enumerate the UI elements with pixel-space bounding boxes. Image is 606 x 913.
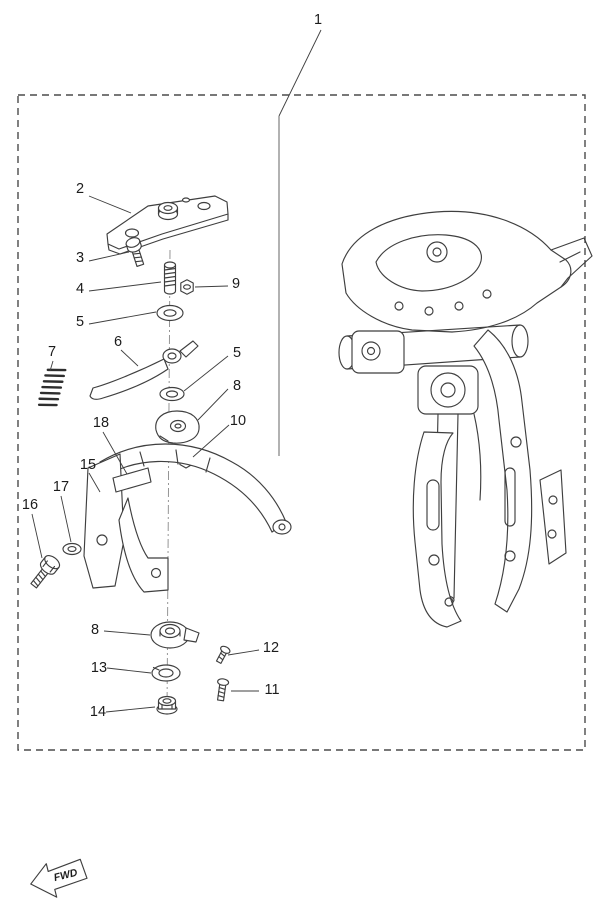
callout-label-5-upper: 5 (76, 314, 84, 330)
callout-label-8-lower: 8 (91, 622, 99, 638)
callout-label-13: 13 (91, 660, 107, 676)
callout-label-17: 17 (53, 479, 69, 495)
callout-label-9: 9 (232, 276, 240, 292)
fwd-arrow: FWD (30, 858, 88, 898)
reference-plane-line (278, 29, 322, 456)
callout-10: 10 (192, 413, 246, 458)
callout-label-7: 7 (48, 344, 56, 360)
callout-label-14: 14 (90, 704, 106, 720)
callout-2: 2 (76, 181, 132, 214)
callout-3: 3 (76, 250, 130, 266)
part-washer-5-upper (156, 304, 184, 322)
callout-4: 4 (76, 281, 162, 297)
callout-label-10: 10 (230, 413, 246, 429)
part-washer-17 (62, 542, 82, 556)
callout-6: 6 (114, 334, 139, 367)
callout-label-6: 6 (114, 334, 122, 350)
part-bolt-16 (30, 554, 61, 589)
part-washer-5-lower (159, 386, 185, 402)
part-plate-18 (112, 467, 152, 493)
callout-11: 11 (231, 682, 280, 698)
callout-label-1: 1 (314, 12, 322, 28)
fwd-arrow-label: FWD (53, 867, 80, 885)
callout-5-upper: 5 (76, 311, 157, 330)
part-cam-8-lower (150, 621, 200, 649)
callout-8-upper: 8 (197, 378, 241, 421)
callout-15: 15 (80, 457, 101, 493)
part-cam-8-upper (155, 410, 200, 444)
callout-label-5-lower: 5 (233, 345, 241, 361)
callout-1: 1 (314, 12, 322, 28)
part-screw-12 (215, 645, 231, 664)
part-nut-9 (180, 279, 194, 295)
part-stud-4 (163, 261, 177, 295)
callout-5-lower: 5 (183, 345, 241, 392)
callout-16: 16 (22, 497, 43, 559)
part-nut-14 (156, 695, 178, 715)
part-bracket-15 (83, 443, 292, 593)
part-washer-13 (151, 664, 181, 682)
callout-14: 14 (90, 704, 156, 720)
callout-9: 9 (194, 276, 240, 292)
callout-label-4: 4 (76, 281, 84, 297)
callout-label-18: 18 (93, 415, 109, 431)
callout-18: 18 (93, 415, 128, 475)
part-spring-7 (37, 368, 67, 407)
callout-label-8-upper: 8 (233, 378, 241, 394)
diagram-dashed-border (17, 94, 586, 751)
callout-7: 7 (48, 344, 56, 372)
callout-13: 13 (91, 660, 152, 676)
part-bolt-11 (216, 678, 230, 702)
callout-label-3: 3 (76, 250, 84, 266)
callout-17: 17 (53, 479, 72, 543)
callout-12: 12 (227, 640, 279, 656)
callout-label-15: 15 (80, 457, 96, 473)
fwd-arrow-shape (30, 858, 88, 898)
part-screw-3 (125, 237, 145, 267)
steering-bracket-assembly (338, 210, 593, 628)
part-bracket-plate (106, 195, 229, 255)
callout-label-2: 2 (76, 181, 84, 197)
part-lever-6 (89, 340, 199, 400)
callout-8-lower: 8 (91, 622, 151, 638)
callout-label-12: 12 (263, 640, 279, 656)
callout-label-16: 16 (22, 497, 38, 513)
callout-label-11: 11 (264, 682, 279, 698)
